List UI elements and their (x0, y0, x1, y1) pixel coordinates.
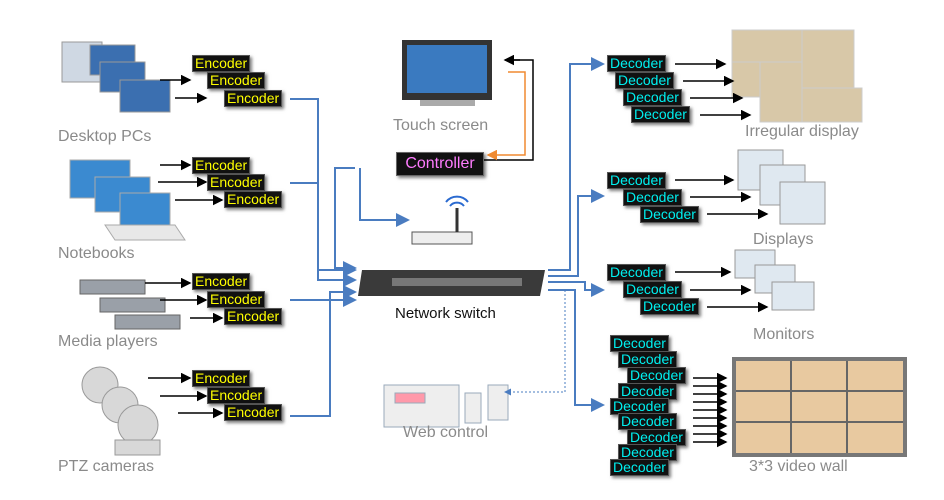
switch-to-decoder-links (548, 57, 605, 412)
encoder: Encoder (192, 273, 251, 290)
encoder-to-switch-links (290, 98, 410, 417)
monitors-image (734, 249, 815, 311)
encoder: Encoder (224, 308, 283, 325)
decoder: Decoder (618, 351, 677, 368)
decoder: Decoder (610, 459, 669, 476)
decoder: Decoder (607, 55, 666, 72)
ptz-cameras-image (81, 366, 161, 456)
displays-label: Displays (753, 231, 814, 248)
irregular-display-image (731, 29, 863, 123)
monitors-label: Monitors (753, 326, 815, 343)
decoder: Decoder (627, 367, 686, 384)
decoder-to-display-arrows (503, 54, 769, 448)
encoder: Encoder (207, 174, 266, 191)
web-control-link (504, 290, 566, 396)
decoder: Decoder (623, 89, 682, 106)
desktop-pcs-image (61, 41, 171, 113)
encoder: Encoder (224, 191, 283, 208)
decoder: Decoder (623, 281, 682, 298)
media-players-label: Media players (58, 333, 158, 350)
encoder: Encoder (224, 90, 283, 107)
decoder: Decoder (615, 72, 674, 89)
decoder: Decoder (640, 206, 699, 223)
encoder: Encoder (192, 55, 251, 72)
notebooks-image (69, 159, 186, 241)
decoder: Decoder (610, 335, 669, 352)
video-wall-image (732, 357, 907, 457)
decoder: Decoder (607, 264, 666, 281)
router-image (411, 195, 473, 245)
web-control-label: Web control (403, 424, 489, 441)
notebooks-label: Notebooks (58, 245, 135, 262)
touch-screen-label: Touch screen (393, 117, 489, 134)
ptz-cameras-label: PTZ cameras (58, 458, 155, 475)
encoder: Encoder (224, 404, 283, 421)
media-players-image (79, 279, 181, 330)
touch-to-controller-link (486, 71, 526, 161)
device-to-encoder-arrows (145, 74, 224, 419)
decoder: Decoder (618, 413, 677, 430)
encoder: Encoder (207, 387, 266, 404)
desktop-pcs-label: Desktop PCs (58, 128, 152, 145)
irregular-display-label: Irregular display (745, 123, 859, 140)
network-switch-image (358, 270, 545, 296)
controller-to-touch-link (484, 59, 534, 161)
decoder: Decoder (607, 172, 666, 189)
encoder: Encoder (207, 291, 266, 308)
web-control-image (383, 384, 509, 428)
decoder: Decoder (627, 429, 686, 446)
encoder: Encoder (192, 370, 251, 387)
decoder: Decoder (623, 189, 682, 206)
video-wall-label: 3*3 video wall (749, 458, 848, 475)
encoder: Encoder (207, 72, 266, 89)
decoder: Decoder (631, 106, 690, 123)
displays-image (737, 149, 826, 225)
network-switch-label: Network switch (395, 305, 496, 322)
decoder: Decoder (640, 298, 699, 315)
encoder: Encoder (192, 157, 251, 174)
controller-box: Controller (396, 152, 484, 176)
touch-screen-image (402, 40, 492, 106)
